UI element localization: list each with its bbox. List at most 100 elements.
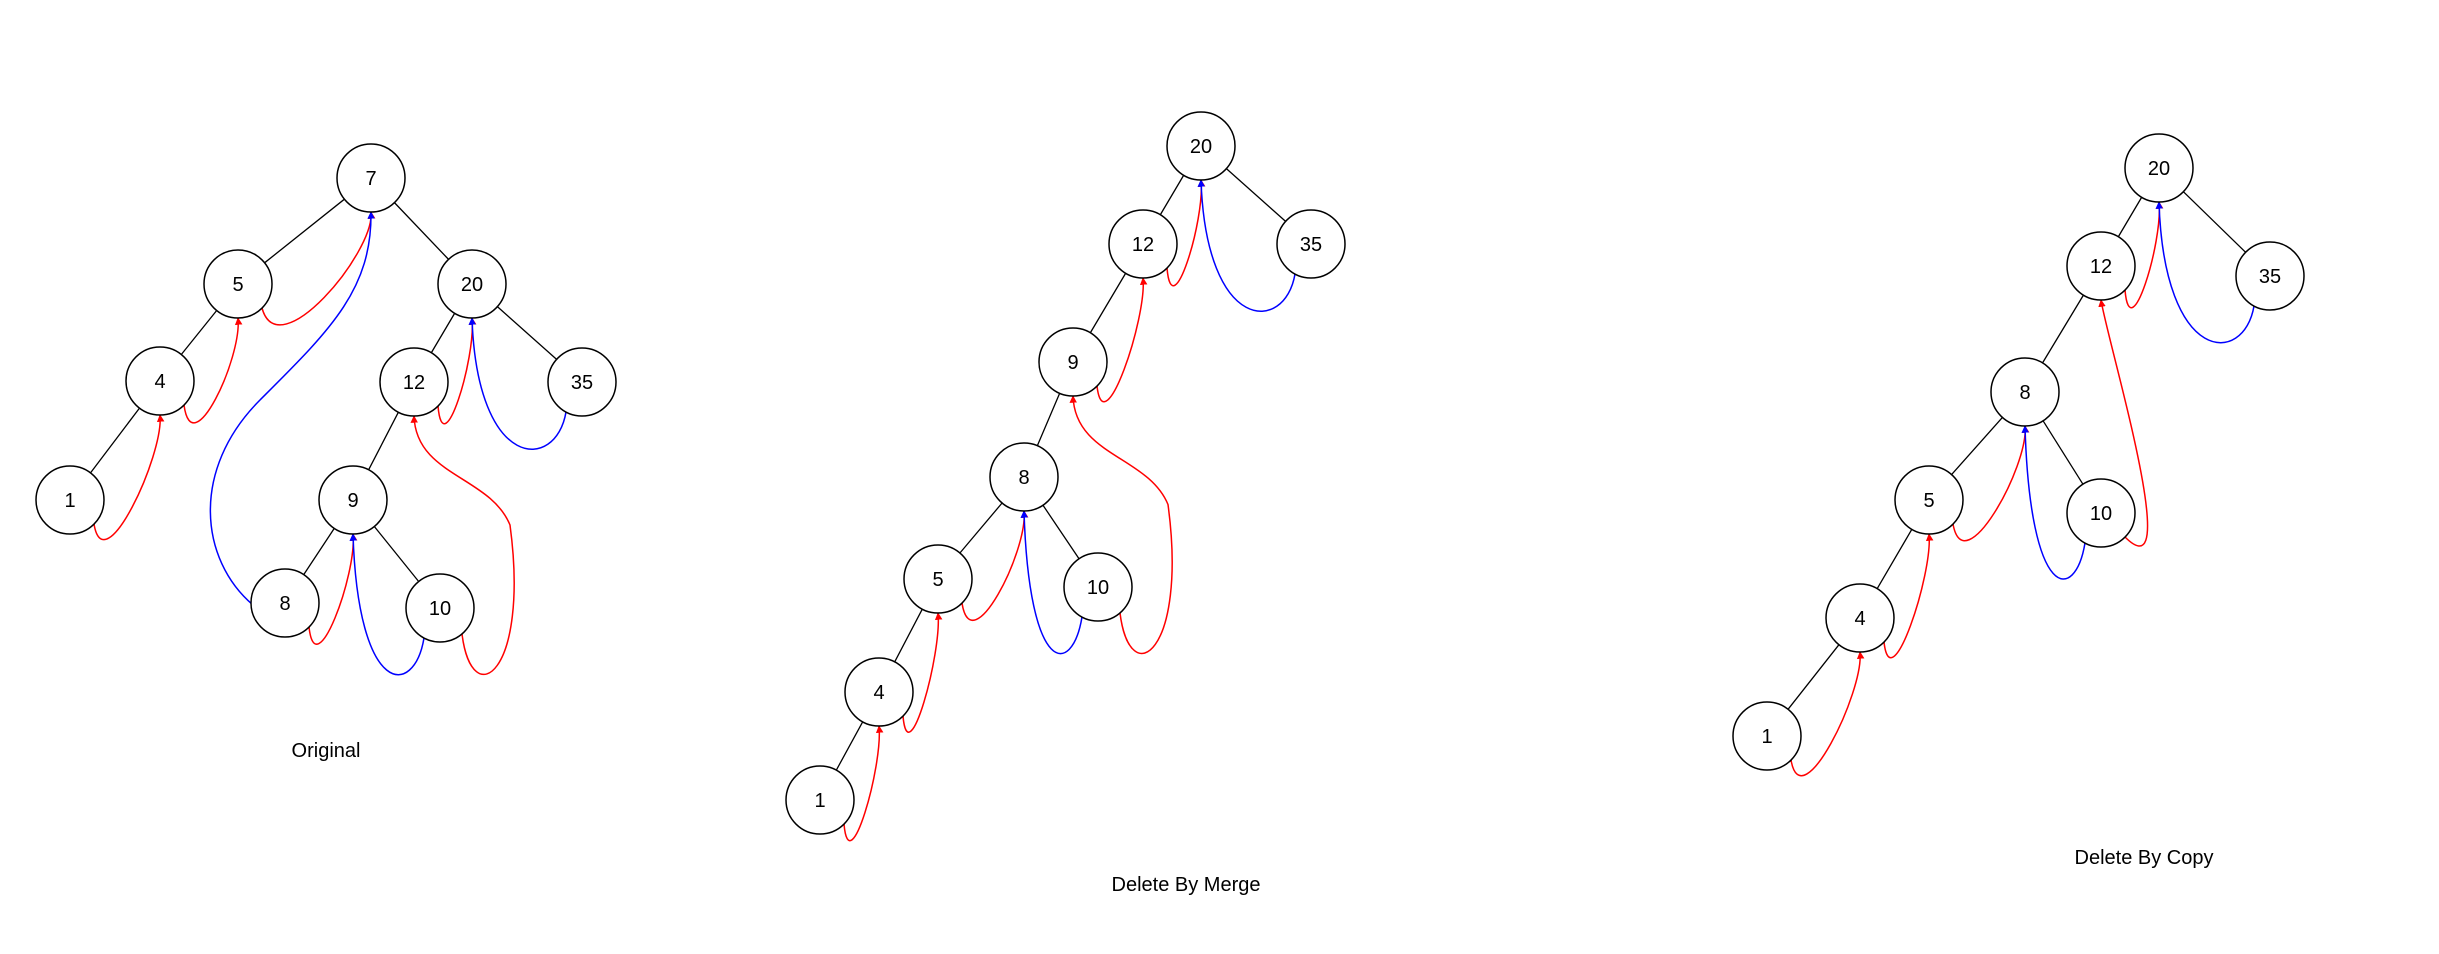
node-10: 10 [1063,552,1133,622]
node-8: 8 [989,442,1059,512]
thread-red-n4-to-n5 [902,612,943,733]
node-20: 20 [1166,111,1236,181]
node-5: 5 [203,249,273,319]
node-label: 10 [2090,503,2112,525]
node-9: 9 [318,465,388,535]
node-label: 20 [461,274,483,296]
edge-n5-n4 [894,608,923,663]
edge-n8-n5 [1951,416,2003,476]
node-label: 1 [64,490,75,512]
edge-n8-n5 [959,502,1003,554]
edge-n7-n5 [264,198,345,264]
node-35: 35 [1276,209,1346,279]
node-circle [203,249,273,319]
tree-original: 7 5 20 4 12 35 1 9 8 10 [35,143,617,676]
edge-n4-n1 [835,721,864,771]
node-7: 7 [336,143,406,213]
node-4: 4 [125,346,195,416]
node-20: 20 [437,249,507,319]
node-label: 35 [571,372,593,394]
thread-red-n4-to-n5 [183,317,243,424]
thread-red-n10-to-n12 [2098,299,2149,547]
node-label: 7 [365,168,376,190]
node-4: 4 [1825,583,1895,653]
caption-original: Original [292,740,361,762]
node-circle [547,347,617,417]
node-circle [903,544,973,614]
node-label: 9 [1067,352,1078,374]
thread-red-n9-to-n12 [1096,277,1148,403]
node-4: 4 [844,657,914,727]
thread-red-n5-to-n8 [1952,425,2030,542]
thread-blue-n35-to-n20 [1197,179,1296,312]
edge-n5-n4 [180,310,218,355]
edge-n4-n1 [1787,644,1840,710]
node-9: 9 [1038,327,1108,397]
node-circle [318,465,388,535]
node-label: 1 [814,790,825,812]
node-20: 20 [2124,133,2194,203]
node-label: 35 [2259,266,2281,288]
node-circle [2066,478,2136,548]
edge-n20-n12 [1159,174,1185,216]
node-circle [989,442,1059,512]
node-label: 12 [2090,256,2112,278]
node-label: 10 [1087,577,1109,599]
caption-delete-by-merge: Delete By Merge [1112,874,1261,896]
node-circle [1894,465,1964,535]
node-circle [1825,583,1895,653]
node-circle [2066,231,2136,301]
node-circle [1166,111,1236,181]
node-circle [1276,209,1346,279]
thread-red-n10-to-n12 [410,415,515,676]
thread-red-n12-to-n20 [1166,179,1206,287]
node-label: 12 [403,372,425,394]
thread-red-n1-to-n4 [843,725,884,842]
thread-red-n12-to-n20 [437,317,477,425]
node-1: 1 [785,765,855,835]
node-circle [437,249,507,319]
node-circle [1063,552,1133,622]
node-8: 8 [250,568,320,638]
node-label: 5 [232,274,243,296]
node-8: 8 [1990,357,2060,427]
edge-n20-n35 [496,306,558,360]
node-label: 4 [873,682,884,704]
node-label: 8 [1018,467,1029,489]
node-label: 20 [2148,158,2170,180]
node-circle [1038,327,1108,397]
edge-n20-n35 [1225,168,1287,222]
edge-n20-n35 [2182,191,2247,253]
thread-red-n1-to-n4 [1790,651,1865,777]
edge-n9-n8 [1036,393,1061,446]
edge-n5-n4 [1876,529,1913,589]
node-circle [1990,357,2060,427]
thread-red-n8-to-n9 [308,533,358,645]
edge-n12-n8 [2042,294,2084,364]
node-circle [35,465,105,535]
node-5: 5 [1894,465,1964,535]
node-circle [250,568,320,638]
edge-n8-n10 [2042,420,2084,485]
thread-blue-n10-to-n8 [2021,425,2086,580]
edge-n9-n10 [373,526,420,582]
node-circle [2124,133,2194,203]
edge-n12-n9 [368,411,399,471]
node-1: 1 [35,465,105,535]
node-10: 10 [2066,478,2136,548]
node-label: 4 [154,371,165,393]
node-label: 10 [429,598,451,620]
thread-red-n5-to-n8 [961,510,1029,621]
thread-blue-n10-to-n8 [1020,510,1083,655]
node-35: 35 [547,347,617,417]
node-circle [1732,701,1802,771]
tree-delete-by-copy: 20 12 35 85 10 4 1 [1732,133,2305,777]
node-label: 1 [1761,726,1772,748]
thread-red-n4-to-n5 [1883,533,1934,659]
edge-n4-n1 [89,407,141,474]
thread-blue-n8-to-n7 [209,211,375,606]
thread-blue-n35-to-n20 [2155,201,2255,344]
node-label: 35 [1300,234,1322,256]
